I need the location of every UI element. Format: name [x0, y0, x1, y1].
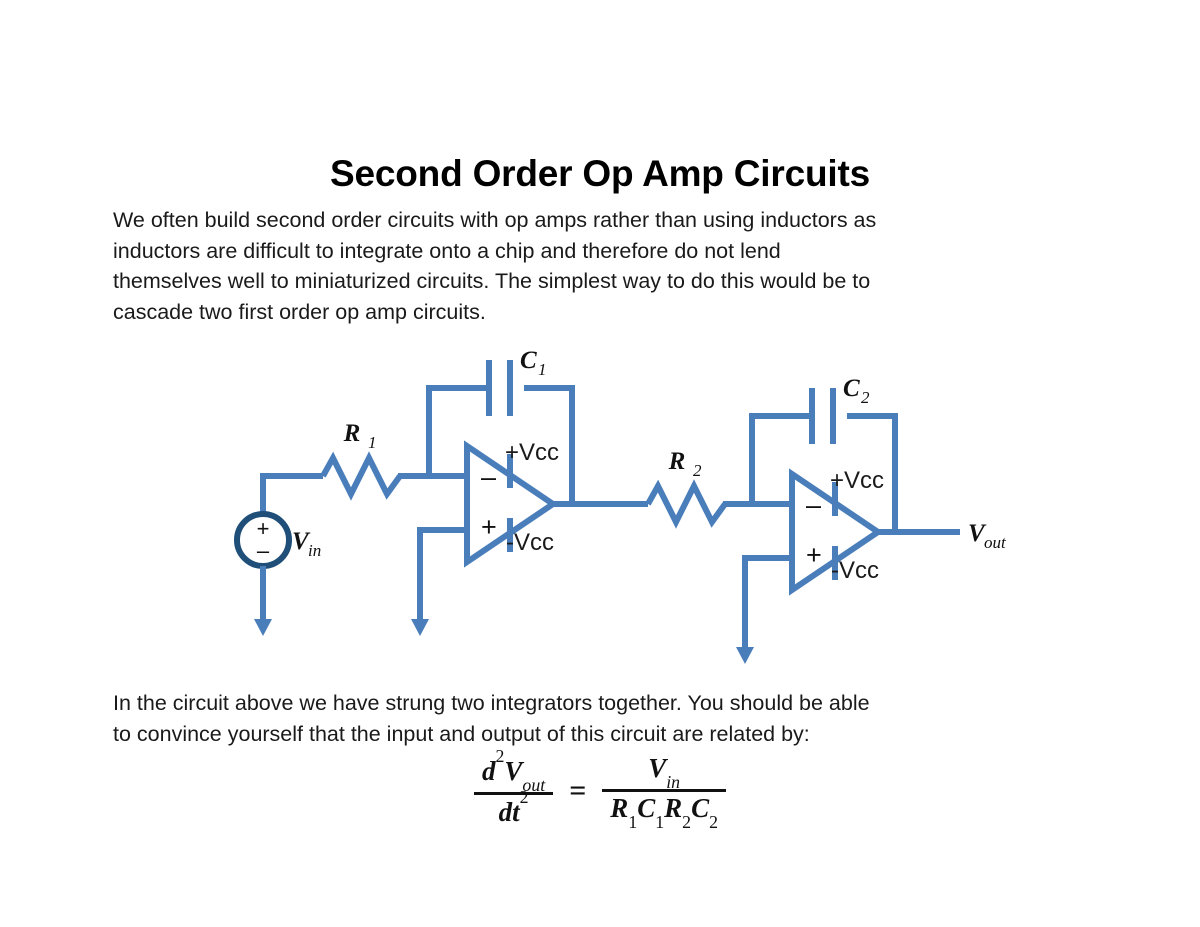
r1-zigzag [320, 451, 403, 501]
c2-label: C [843, 375, 860, 402]
c2-left-feedback-wire [749, 413, 810, 507]
vin-plus-sign: + [257, 516, 270, 541]
intro-line-1: We often build second order circuits wit… [113, 208, 877, 232]
opamp1-ground-branch [411, 527, 470, 636]
op-amp-2-vcc-negative-label: -Vcc [831, 557, 879, 584]
opamp1-ground-wire [417, 527, 470, 624]
intro-line-2: inductors are difficult to integrate ont… [113, 238, 781, 263]
opamp2-ground-arrow-icon [736, 647, 754, 664]
equation-rhs-denominator: R1C1R2C2 [602, 792, 726, 833]
vin-ground-arrow-icon [254, 619, 272, 636]
equation-left-fraction-bar [474, 791, 554, 795]
lhs-v: V [504, 755, 523, 786]
rhs-r1-subscript: 1 [628, 812, 638, 833]
c1-label: C [520, 347, 537, 374]
page-title: Second Order Op Amp Circuits [330, 152, 870, 194]
op-amp-2-vcc-positive-label: +Vcc [830, 467, 884, 494]
equation-lhs-numerator: d2Vout [474, 746, 553, 795]
r2-label: R [668, 448, 686, 475]
op-amp-1-vcc-positive-label: +Vcc [505, 439, 559, 466]
r1-label-subscript: 1 [368, 433, 377, 452]
r2-label-subscript: 2 [693, 461, 702, 480]
lhs-d: d [482, 755, 496, 786]
capacitor-c2: C 2 [809, 375, 870, 444]
governing-equation: d2Vout dt2 = Vin R1C1R2C2 [0, 746, 1200, 833]
rhs-v: V [648, 753, 667, 783]
equation-left-fraction: d2Vout dt2 [474, 746, 554, 829]
output-branch: V out [875, 520, 1007, 552]
opamp2-ground-wire [742, 555, 795, 652]
c2-label-subscript: 2 [861, 388, 870, 407]
rhs-r2: R [664, 793, 683, 824]
opamp1-ground-arrow-icon [411, 619, 429, 636]
rhs-r2-subscript: 2 [682, 812, 692, 833]
resistor-r1: R 1 [320, 420, 403, 501]
feedback-branch-stage2 [749, 413, 898, 532]
vin-label: V [292, 528, 311, 555]
equation-rhs-numerator: Vin [640, 752, 688, 793]
capacitor-c1: C 1 [486, 347, 547, 416]
c2-right-feedback-wire [847, 413, 898, 532]
lhs-dt-exponent: 2 [519, 787, 529, 808]
voltage-source-vin: + – V in [234, 476, 321, 636]
rhs-c2: C [691, 793, 710, 824]
vout-label-subscript: out [984, 533, 1007, 552]
vin-label-subscript: in [308, 541, 321, 560]
rhs-r1: R [610, 793, 629, 824]
equation-row: d2Vout dt2 = Vin R1C1R2C2 [474, 746, 726, 833]
closing-paragraph: In the circuit above we have strung two … [113, 688, 1091, 749]
op-amp-circuit-diagram: + – V in R 1 [0, 336, 1200, 681]
feedback-branch-stage1 [426, 385, 575, 504]
r1-label: R [343, 420, 361, 447]
rhs-c1-subscript: 1 [655, 812, 665, 833]
rhs-v-subscript: in [666, 772, 681, 793]
op-amp-1: – + +Vcc -Vcc [464, 439, 559, 568]
op-amp-2: – + +Vcc -Vcc [789, 467, 884, 596]
lhs-dt: dt [498, 796, 520, 827]
vin-minus-sign: – [257, 538, 270, 563]
op-amp-2-inverting-sign: – [806, 490, 821, 520]
lhs-d-exponent: 2 [495, 746, 505, 767]
equation-right-fraction: Vin R1C1R2C2 [602, 752, 726, 833]
rhs-c2-subscript: 2 [709, 812, 718, 833]
equation-right-fraction-bar [602, 789, 726, 793]
lhs-v-subscript: out [522, 774, 546, 795]
resistor-r2: R 2 [645, 448, 728, 529]
rhs-c1: C [637, 793, 656, 824]
intro-line-4: cascade two first order op amp circuits. [113, 299, 486, 324]
intro-paragraph: We often build second order circuits wit… [113, 205, 1087, 327]
op-amp-2-noninverting-sign: + [806, 540, 822, 570]
op-amp-1-noninverting-sign: + [481, 512, 497, 542]
r2-zigzag [645, 479, 728, 529]
closing-line-2: to convince yourself that the input and … [113, 721, 810, 746]
op-amp-1-inverting-sign: – [481, 462, 496, 492]
vout-label: V [968, 520, 987, 547]
c1-left-feedback-wire [426, 385, 487, 479]
intro-line-3: themselves well to miniaturized circuits… [113, 269, 871, 293]
op-amp-1-vcc-negative-label: -Vcc [506, 529, 554, 556]
equation-equals-sign: = [569, 773, 587, 807]
equation-lhs-denominator: dt2 [491, 787, 537, 828]
c1-label-subscript: 1 [538, 360, 547, 379]
opamp2-ground-branch [736, 555, 795, 664]
closing-line-1: In the circuit above we have strung two … [113, 691, 870, 715]
c1-right-feedback-wire [524, 385, 575, 504]
